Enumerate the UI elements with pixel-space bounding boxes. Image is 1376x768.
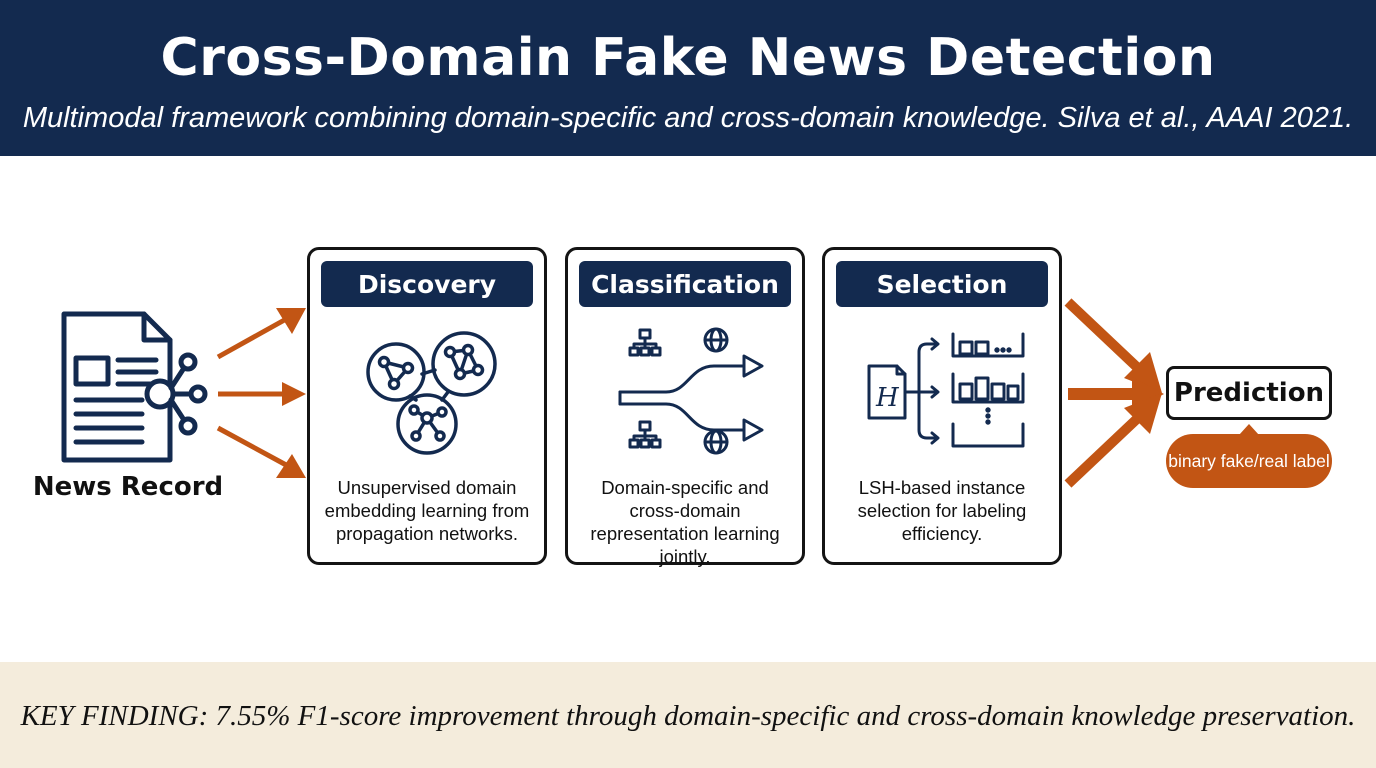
output-arrow-top [1064,298,1162,393]
prediction-box: Prediction [1166,366,1332,420]
stage-description-selection: LSH-based instance selection for labelin… [857,477,1027,544]
input-arrow-top [216,308,306,360]
page-title: Cross-Domain Fake News Detection [160,28,1216,88]
news-record-label: News Record [32,472,224,502]
news-document-icon [61,311,208,463]
network-clusters-icon [366,331,497,455]
stage-title-selection: Selection [836,261,1048,307]
prediction-badge-pointer [1239,424,1259,435]
svg-text:H: H [875,383,900,413]
key-finding-text: KEY FINDING: 7.55% F1-score improvement … [20,700,1356,732]
input-arrow-bottom [216,425,306,478]
page-subtitle: Multimodal framework combining domain-sp… [22,102,1354,134]
hash-buckets-icon: H [867,332,1025,448]
output-arrow-bottom [1064,393,1162,488]
stage-title-classification: Classification [579,261,791,307]
key-finding-banner: KEY FINDING: 7.55% F1-score improvement … [0,662,1376,768]
input-arrow-middle [218,382,306,406]
stage-description-classification: Domain-specific and cross-domain represe… [590,477,780,567]
stage-card-classification: Classification Domain-specific and cross… [565,247,805,567]
stage-card-selection: Selection H LSH-based instance selection… [822,247,1062,565]
header-banner: Cross-Domain Fake News Detection Multimo… [0,0,1376,156]
prediction-label-badge: binary fake/real label [1166,434,1332,488]
stage-description-discovery: Unsupervised domain embedding learning f… [324,477,530,544]
stage-title-discovery: Discovery [321,261,533,307]
branching-arrows-icon [618,327,764,455]
stage-card-discovery: Discovery Unsupervised doma [307,247,547,565]
